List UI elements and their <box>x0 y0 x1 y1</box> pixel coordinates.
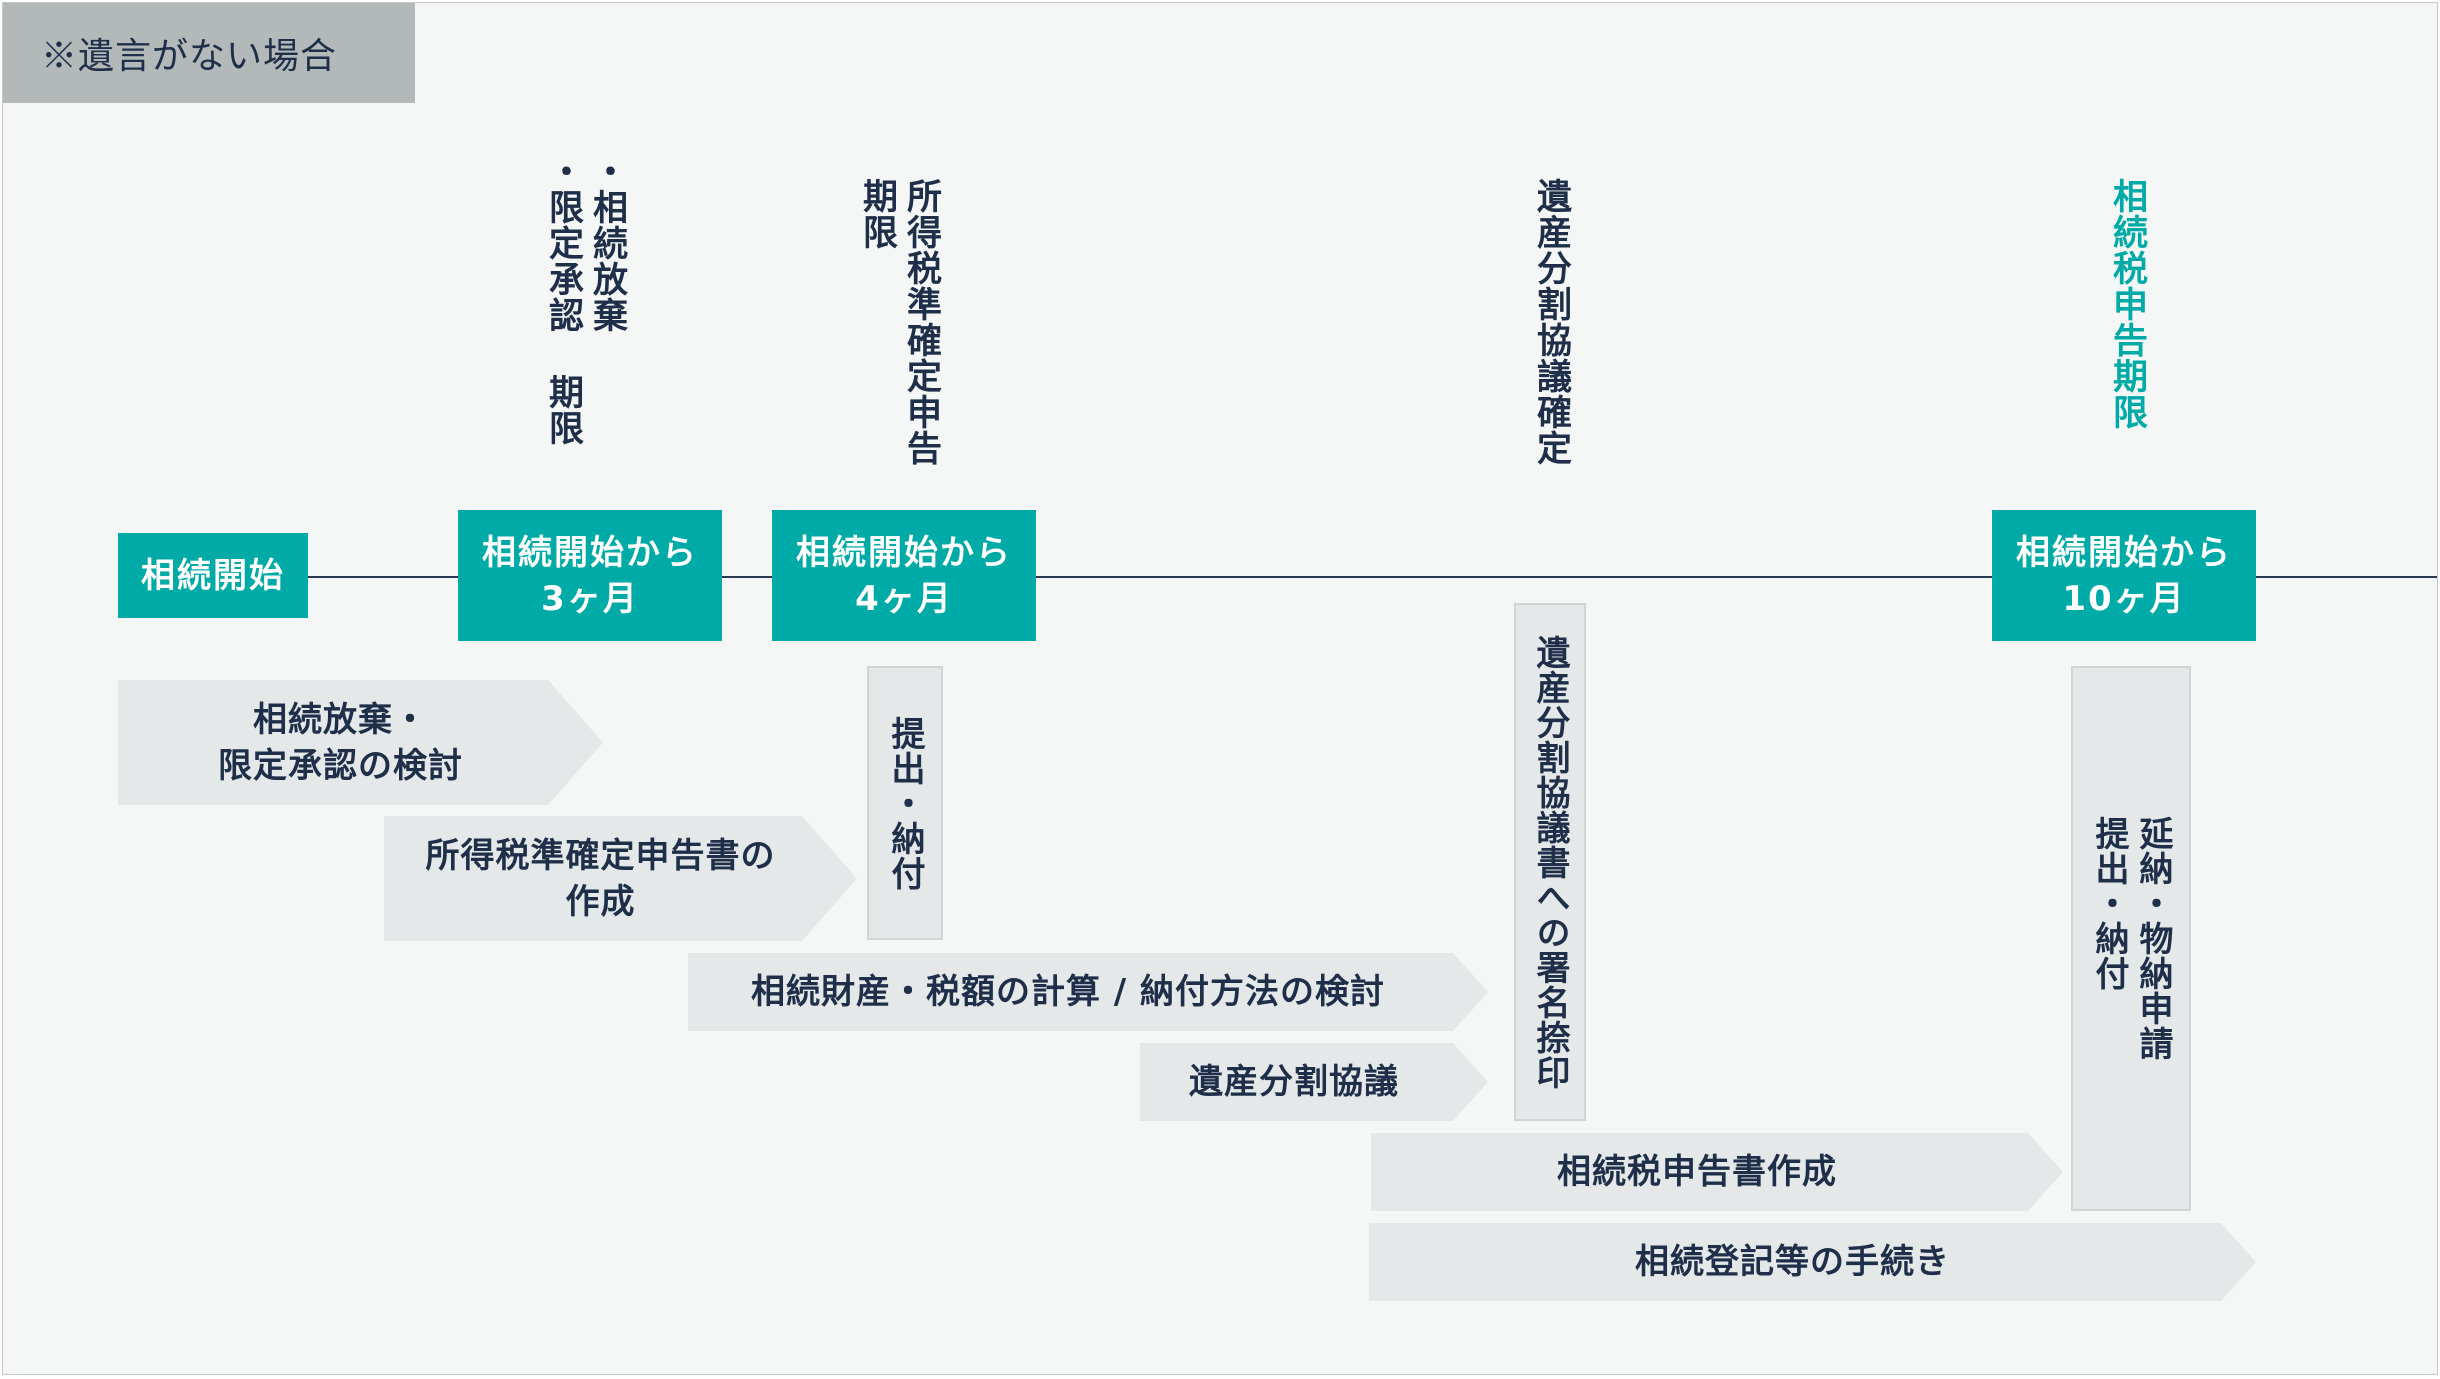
milestone-start: 相続開始 <box>118 533 308 618</box>
deadline-label-division-agreement: 遺産分割協議確定 <box>1531 178 1571 466</box>
deadline-label-income-tax: 所得税準確定申告 期限 <box>857 178 941 466</box>
deadline-label-inheritance-tax: 相続税申告期限 <box>2107 178 2147 430</box>
task-estate-calculation: 相続財産・税額の計算 / 納付方法の検討 <box>688 953 1488 1031</box>
task-renunciation-review: 相続放棄・ 限定承認の検討 <box>118 680 603 805</box>
note-label: ※遺言がない場合 <box>3 3 415 103</box>
task-inheritance-tax-return: 相続税申告書作成 <box>1371 1133 2063 1211</box>
task-income-tax-return: 所得税準確定申告書の 作成 <box>384 816 857 941</box>
milestone-3-months: 相続開始から 3ヶ月 <box>458 510 722 641</box>
task-division-agreement: 遺産分割協議 <box>1140 1043 1488 1121</box>
task-registration-procedures: 相続登記等の手続き <box>1369 1223 2256 1301</box>
box-deferred-payment-submit: 延納・物納申請 提出・納付 <box>2071 666 2191 1211</box>
milestone-4-months: 相続開始から 4ヶ月 <box>772 510 1036 641</box>
milestone-10-months: 相続開始から 10ヶ月 <box>1992 510 2256 641</box>
deadline-label-renunciation: ・相続放棄 ・限定承認 期限 <box>543 153 627 446</box>
box-submit-pay-income-tax: 提出・納付 <box>867 666 943 940</box>
box-division-agreement-signing: 遺産分割協議書への署名捺印 <box>1514 603 1586 1121</box>
timeline-axis <box>303 576 2437 578</box>
